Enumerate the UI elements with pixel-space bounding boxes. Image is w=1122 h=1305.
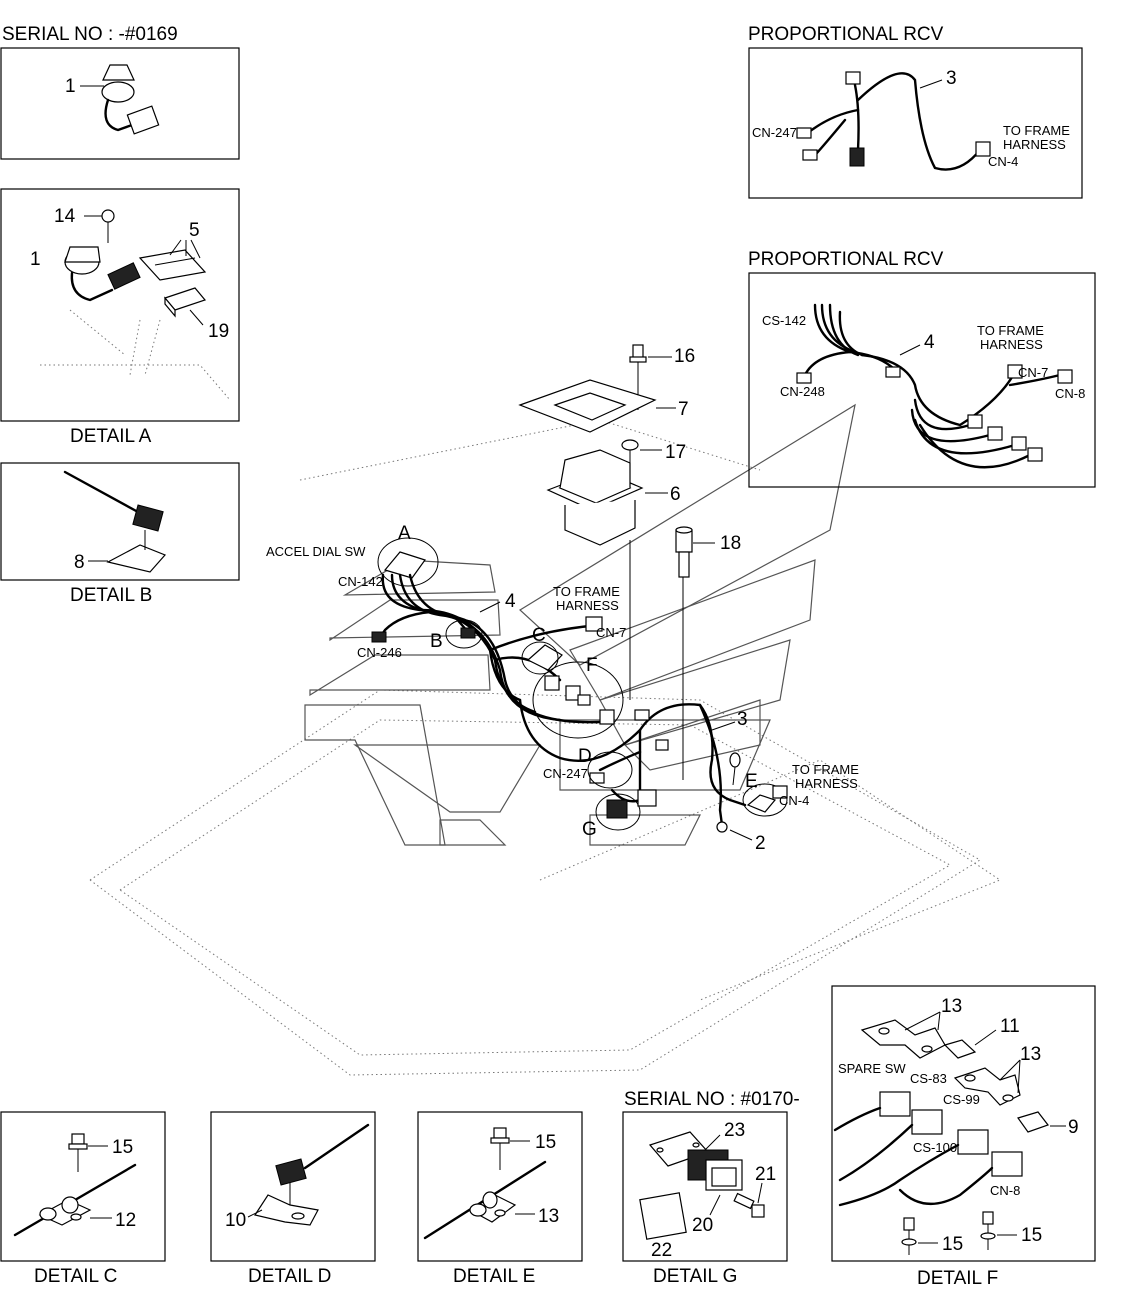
part-8-label: 8 (74, 552, 85, 573)
detail-f-box (831, 985, 1096, 1262)
detail-letter-f: F (586, 655, 598, 676)
detail-e-title: DETAIL E (453, 1266, 535, 1287)
detail-a-parts (40, 209, 231, 401)
part-14-label: 14 (54, 206, 76, 227)
part-1b-label: 1 (30, 249, 41, 270)
part-12-label: 12 (115, 1210, 136, 1231)
part-2-label: 2 (755, 833, 766, 854)
part-21-label: 21 (755, 1164, 776, 1185)
detail-letter-c: C (532, 625, 546, 646)
part-4-label: 4 (505, 591, 516, 612)
part-22-label: 22 (651, 1240, 672, 1261)
to-frame-1b: HARNESS (1003, 137, 1066, 152)
detail-b-title: DETAIL B (70, 585, 152, 606)
to-frame-3b: HARNESS (556, 598, 619, 613)
part-15c-label: 15 (112, 1137, 133, 1158)
prop-rcv-2-title: PROPORTIONAL RCV (748, 249, 944, 270)
part-10-label: 10 (225, 1210, 246, 1231)
detail-c-box (0, 1111, 166, 1262)
part-4-top-label: 4 (924, 332, 935, 353)
main-harness (371, 537, 788, 841)
to-frame-4b: HARNESS (795, 776, 858, 791)
to-frame-1a: TO FRAME (1003, 123, 1070, 138)
detail-a-box (0, 188, 240, 422)
cn247-main-label: CN-247 (543, 766, 588, 781)
detail-letter-d: D (578, 746, 592, 767)
part-13c-label: 13 (538, 1206, 559, 1227)
prop-rcv-2-harness (796, 303, 1073, 469)
serial-top-label: SERIAL NO : -#0169 (2, 24, 178, 45)
detail-letter-e: E (745, 771, 758, 792)
detail-d-title: DETAIL D (248, 1266, 331, 1287)
part-20-label: 20 (692, 1215, 713, 1236)
part-15f1-label: 15 (942, 1234, 963, 1255)
cs83-label: CS-83 (910, 1071, 947, 1086)
cab-floor-outline (89, 403, 1002, 1076)
cn8-top-label: CN-8 (1055, 386, 1085, 401)
to-frame-4a: TO FRAME (792, 762, 859, 777)
serial-top-box (0, 47, 240, 160)
to-frame-3a: TO FRAME (553, 584, 620, 599)
detail-b-box (0, 462, 240, 581)
part-6-label: 6 (670, 484, 681, 505)
detail-g-title: DETAIL G (653, 1266, 737, 1287)
detail-f-parts (833, 1011, 1066, 1255)
part-1-label: 1 (65, 76, 76, 97)
cn4-top-label: CN-4 (988, 154, 1018, 169)
detail-e-box (417, 1111, 583, 1262)
part-16-label: 16 (674, 346, 695, 367)
prop-rcv-2-box (748, 272, 1096, 488)
part-15e-label: 15 (535, 1132, 556, 1153)
part-3-top-label: 3 (946, 68, 957, 89)
detail-d-parts (247, 1123, 370, 1226)
cn246-label: CN-246 (357, 645, 402, 660)
part-23-label: 23 (724, 1120, 745, 1141)
cn8-f-label: CN-8 (990, 1183, 1020, 1198)
detail-d-box (210, 1111, 376, 1262)
detail-c-title: DETAIL C (34, 1266, 117, 1287)
cn4-main-label: CN-4 (779, 793, 809, 808)
cn247-top-label: CN-247 (752, 125, 797, 140)
center-parts (518, 344, 715, 578)
detail-b-parts (63, 470, 167, 573)
serial-bottom-label: SERIAL NO : #0170- (624, 1089, 800, 1110)
accel-dial-switch-part (80, 64, 160, 135)
detail-g-box (622, 1111, 788, 1262)
detail-g-parts (639, 1131, 765, 1240)
cs100-label: CS-100 (913, 1140, 957, 1155)
to-frame-2b: HARNESS (980, 337, 1043, 352)
to-frame-2a: TO FRAME (977, 323, 1044, 338)
detail-letter-b: B (430, 631, 443, 652)
detail-letter-g: G (582, 819, 597, 840)
cn142-label: CN-142 (338, 574, 383, 589)
part-7-label: 7 (678, 399, 689, 420)
spare-sw-label: SPARE SW (838, 1061, 906, 1076)
detail-c-parts (13, 1133, 137, 1237)
part-3-label: 3 (737, 709, 748, 730)
detail-letter-a: A (398, 523, 411, 544)
prop-rcv-1-title: PROPORTIONAL RCV (748, 24, 944, 45)
detail-a-title: DETAIL A (70, 426, 152, 447)
cs142-top-label: CS-142 (762, 313, 806, 328)
part-13b-label: 13 (1020, 1044, 1041, 1065)
part-5-label: 5 (189, 220, 200, 241)
accel-dial-sw-label: ACCEL DIAL SW (266, 544, 366, 559)
part-19-label: 19 (208, 321, 229, 342)
part-15f2-label: 15 (1021, 1225, 1042, 1246)
cn7-top-label: CN-7 (1018, 365, 1048, 380)
cn248-label: CN-248 (780, 384, 825, 399)
prop-rcv-1-box (748, 47, 1083, 199)
detail-f-title: DETAIL F (917, 1268, 998, 1289)
cn7-main-label: CN-7 (596, 625, 626, 640)
part-11-label: 11 (1000, 1016, 1020, 1037)
cs99-label: CS-99 (943, 1092, 980, 1107)
detail-e-parts (423, 1127, 547, 1240)
part-17-label: 17 (665, 442, 686, 463)
part-9-label: 9 (1068, 1117, 1079, 1138)
part-13a-label: 13 (941, 996, 962, 1017)
part-18-label: 18 (720, 533, 741, 554)
prop-rcv-1-harness (796, 71, 991, 171)
